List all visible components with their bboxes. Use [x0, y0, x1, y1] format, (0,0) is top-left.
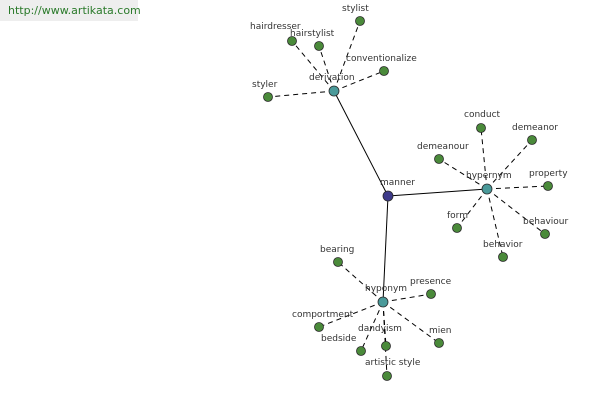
hub-label-derivation: derivation [309, 73, 355, 83]
hub-node-derivation[interactable] [328, 85, 340, 97]
edge-hypernym-demeanor [486, 139, 533, 190]
leaf-label-conduct: conduct [464, 110, 501, 120]
url-banner: http://www.artikata.com [0, 0, 141, 21]
edge-hypernym-form [456, 188, 488, 229]
edge-hyponym-mien [382, 301, 440, 344]
leaf-node-bedside[interactable] [356, 346, 366, 356]
leaf-label-comportment: comportment [292, 310, 354, 320]
leaf-label-hairstylist: hairstylist [290, 29, 335, 39]
leaf-label-property: property [529, 169, 568, 179]
edge-hyponym-comportment [318, 301, 384, 328]
edges [267, 20, 549, 377]
leaf-node-behavior[interactable] [498, 252, 508, 262]
leaf-label-bearing: bearing [320, 245, 354, 255]
leaf-node-artistic-style[interactable] [382, 371, 392, 381]
leaf-node-behaviour[interactable] [540, 229, 550, 239]
leaf-label-presence: presence [410, 277, 452, 287]
hub-label-hypernym: hypernym [466, 171, 512, 181]
leaf-label-form: form [447, 211, 468, 221]
leaf-label-mien: mien [429, 326, 452, 336]
leaf-label-demeanor: demeanor [512, 123, 558, 133]
edge-hypernym-demeanour [438, 158, 488, 190]
leaf-label-bedside: bedside [321, 334, 357, 344]
edge-manner-derivation [333, 90, 389, 197]
edge-derivation-styler [267, 90, 335, 98]
leaf-node-form[interactable] [452, 223, 462, 233]
edge-hypernym-conduct [480, 127, 488, 190]
edge-hyponym-bearing [337, 261, 384, 303]
edge-hypernym-behavior [486, 188, 504, 258]
leaf-node-demeanor[interactable] [527, 135, 537, 145]
edge-derivation-hairstylist [318, 45, 335, 92]
leaf-label-dandyism: dandyism [358, 324, 402, 334]
leaf-node-comportment[interactable] [314, 322, 324, 332]
leaf-node-demeanour[interactable] [434, 154, 444, 164]
leaf-node-bearing[interactable] [333, 257, 343, 267]
leaf-node-stylist[interactable] [355, 16, 365, 26]
edge-derivation-stylist [333, 20, 361, 92]
leaf-label-styler: styler [252, 80, 278, 90]
edge-hyponym-presence [382, 293, 432, 303]
root-label-manner: manner [380, 178, 415, 188]
leaf-label-behaviour: behaviour [523, 217, 569, 227]
leaf-node-conventionalize[interactable] [379, 66, 389, 76]
nodes [263, 16, 553, 381]
leaf-label-behavior: behavior [483, 240, 523, 250]
edge-hyponym-artistic-style [382, 301, 388, 377]
hub-node-hyponym[interactable] [377, 296, 389, 308]
hub-label-hyponym: hyponym [365, 284, 407, 294]
leaf-label-demeanour: demeanour [417, 142, 469, 152]
edge-manner-hyponym [382, 195, 389, 303]
leaf-node-conduct[interactable] [476, 123, 486, 133]
leaf-node-property[interactable] [543, 181, 553, 191]
leaf-node-presence[interactable] [426, 289, 436, 299]
edge-manner-hypernym [387, 188, 488, 197]
leaf-label-artistic-style: artistic style [365, 358, 421, 368]
leaf-node-hairstylist[interactable] [314, 41, 324, 51]
leaf-node-hairdresser[interactable] [287, 36, 297, 46]
leaf-node-dandyism[interactable] [381, 341, 391, 351]
site-url[interactable]: http://www.artikata.com [8, 4, 141, 17]
leaf-label-stylist: stylist [342, 4, 369, 14]
leaf-label-conventionalize: conventionalize [346, 54, 417, 64]
hub-node-hypernym[interactable] [481, 183, 493, 195]
edge-derivation-hairdresser [291, 40, 335, 92]
edge-hypernym-property [486, 185, 549, 190]
leaf-node-mien[interactable] [434, 338, 444, 348]
root-node-manner[interactable] [382, 190, 394, 202]
leaf-node-styler[interactable] [263, 92, 273, 102]
edge-hypernym-behaviour [486, 188, 546, 235]
leaf-label-hairdresser: hairdresser [250, 22, 301, 32]
